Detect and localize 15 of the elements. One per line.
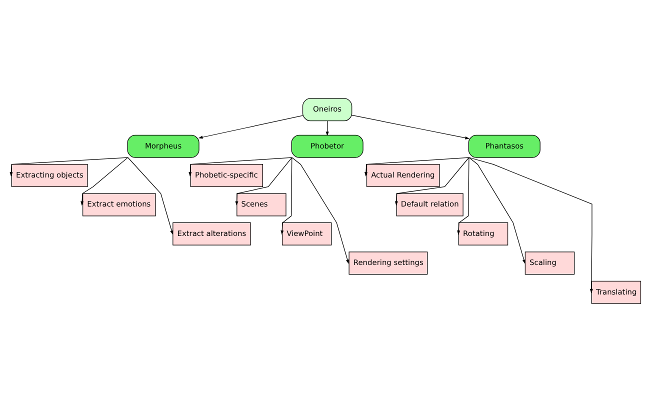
arrow (198, 114, 304, 138)
arrow (80, 156, 128, 206)
arrow (457, 156, 470, 234)
arrow (280, 156, 292, 234)
arrow (352, 114, 470, 139)
arrow (326, 120, 329, 136)
arrow (394, 156, 470, 206)
arrow (292, 156, 349, 264)
arrow (10, 156, 128, 176)
arrow (468, 156, 593, 293)
arrow (468, 156, 526, 264)
arrow (188, 156, 292, 176)
arrow (235, 156, 292, 206)
arrow (364, 156, 470, 176)
arrow (128, 156, 174, 234)
